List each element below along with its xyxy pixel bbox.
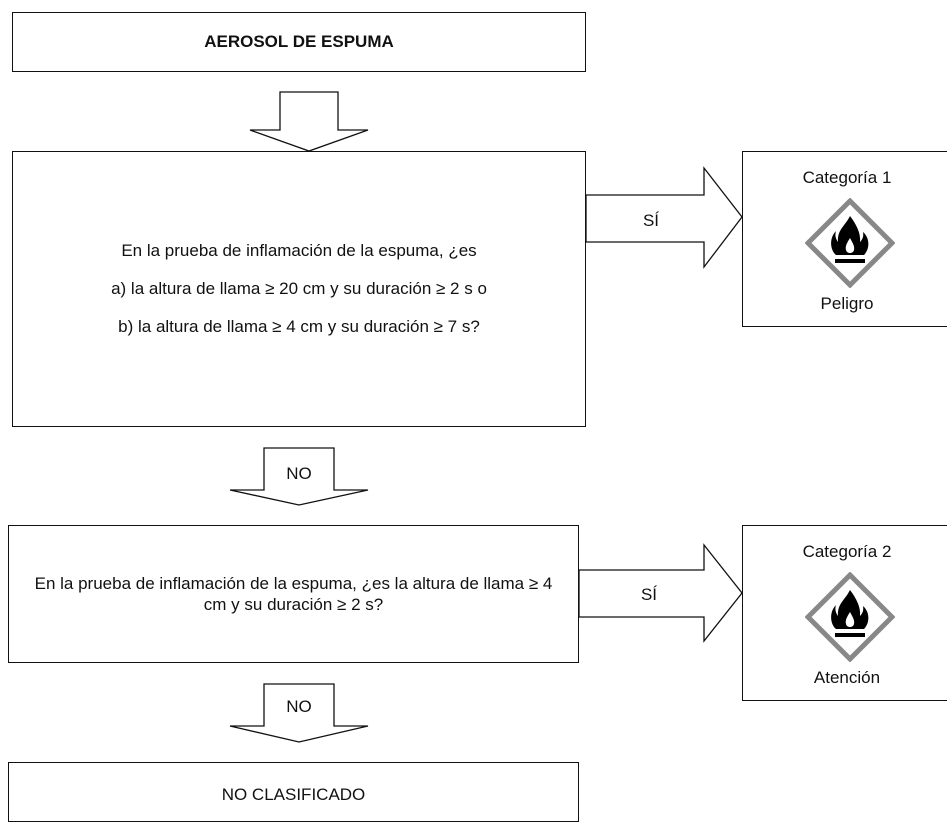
category-1-box: Categoría 1 Peligro xyxy=(742,151,947,327)
category-2-box: Categoría 2 Atención xyxy=(742,525,947,701)
question-2-box: En la prueba de inflamación de la espuma… xyxy=(8,525,579,663)
yes-label-1: SÍ xyxy=(642,211,660,230)
not-classified-box: NO CLASIFICADO xyxy=(8,762,579,822)
title-box: AEROSOL DE ESPUMA xyxy=(12,12,586,72)
category-1-title: Categoría 1 xyxy=(802,168,892,187)
down-arrow-no-1 xyxy=(229,447,369,506)
category-1-signal-word: Peligro xyxy=(820,294,874,313)
yes-label-2: SÍ xyxy=(640,585,658,604)
down-arrow-no-2 xyxy=(229,683,369,743)
category-2-title: Categoría 2 xyxy=(802,542,892,561)
question-2-text: En la prueba de inflamación de la espuma… xyxy=(34,574,553,614)
question-1-box: En la prueba de inflamación de la espuma… xyxy=(12,151,586,427)
question-1-line: a) la altura de llama ≥ 20 cm y su durac… xyxy=(111,279,487,298)
down-arrow-1 xyxy=(249,91,369,152)
no-label-2: NO xyxy=(286,697,312,716)
flame-icon xyxy=(805,572,895,662)
right-arrow-yes-1 xyxy=(585,166,743,269)
diagram-title: AEROSOL DE ESPUMA xyxy=(204,32,394,51)
flame-icon xyxy=(805,198,895,288)
no-label-1: NO xyxy=(286,464,312,483)
right-arrow-yes-2 xyxy=(578,543,743,643)
question-1-line: En la prueba de inflamación de la espuma… xyxy=(121,241,477,260)
category-2-signal-word: Atención xyxy=(813,668,881,687)
question-1-line: b) la altura de llama ≥ 4 cm y su duraci… xyxy=(118,317,480,336)
not-classified-text: NO CLASIFICADO xyxy=(221,785,366,804)
